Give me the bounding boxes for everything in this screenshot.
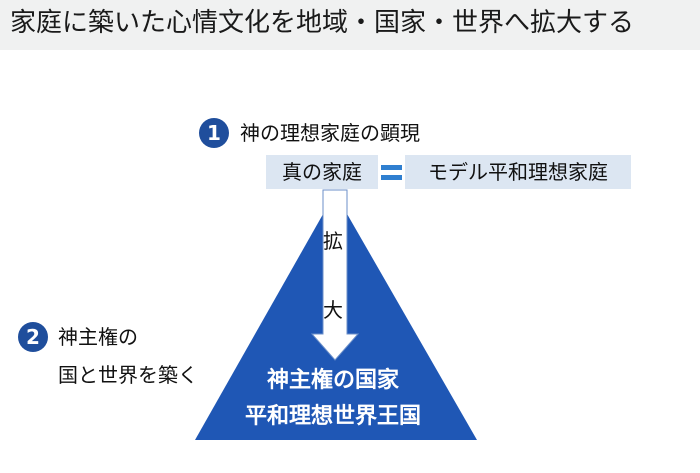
true-family-box: 真の家庭 xyxy=(266,155,378,189)
pyramid-label-line-1: 神主権の国家 xyxy=(266,368,399,393)
step-2-label-line-1: 神主権の xyxy=(58,325,138,349)
step-1-label: 神の理想家庭の顕現 xyxy=(240,121,420,145)
arrow-label-char: 大 xyxy=(323,298,343,322)
equals-sign xyxy=(381,163,402,183)
pyramid-label-line-2: 平和理想世界王国 xyxy=(244,404,421,429)
step-2-badge: 2 xyxy=(18,322,48,352)
page-title: 家庭に築いた心情文化を地域・国家・世界へ拡大する xyxy=(10,8,635,38)
step-1-badge: 1 xyxy=(199,118,229,148)
model-family-box: モデル平和理想家庭 xyxy=(405,155,631,189)
arrow-label-char: 拡 xyxy=(323,229,343,253)
step-2-label-line-2: 国と世界を築く xyxy=(58,363,198,387)
expand-arrow xyxy=(310,189,360,361)
title-bar: 家庭に築いた心情文化を地域・国家・世界へ拡大する xyxy=(0,0,700,50)
